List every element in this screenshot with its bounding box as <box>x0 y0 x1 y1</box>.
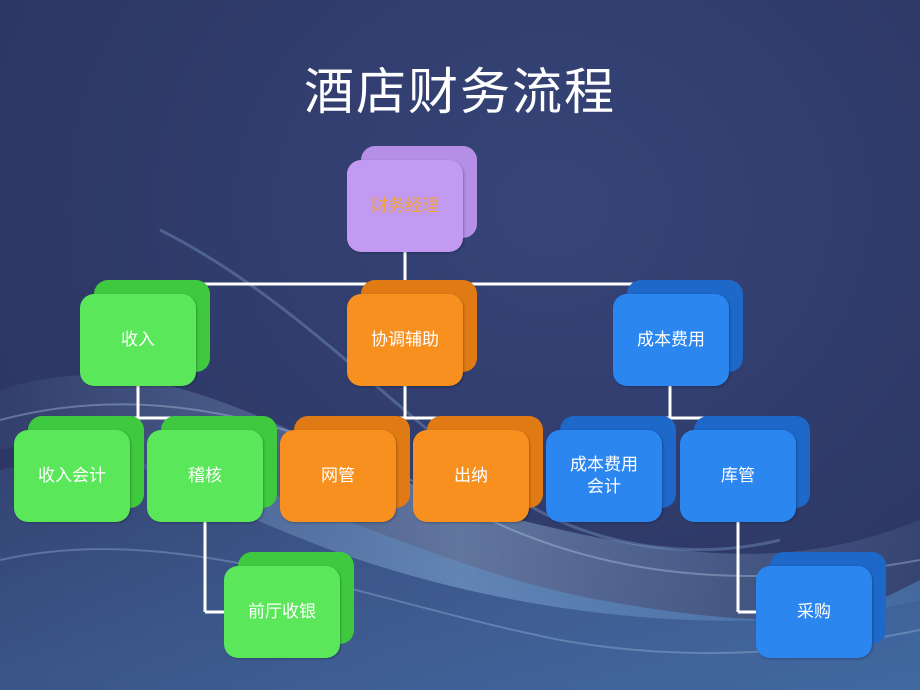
node-coordination[interactable]: 协调辅助 <box>347 280 477 386</box>
page-title: 酒店财务流程 <box>304 63 616 121</box>
node-face: 采购 <box>756 566 872 658</box>
node-income[interactable]: 收入 <box>80 280 210 386</box>
node-face: 出纳 <box>413 430 529 522</box>
node-label: 协调辅助 <box>371 330 439 350</box>
node-label: 财务经理 <box>371 196 439 216</box>
node-face: 稽核 <box>147 430 263 522</box>
node-income-accounting[interactable]: 收入会计 <box>14 416 144 522</box>
node-front-desk-cashier[interactable]: 前厅收银 <box>224 552 354 658</box>
node-network[interactable]: 网管 <box>280 416 410 522</box>
node-cashier[interactable]: 出纳 <box>413 416 543 522</box>
node-purchase[interactable]: 采购 <box>756 552 886 658</box>
node-audit[interactable]: 稽核 <box>147 416 277 522</box>
node-face: 库管 <box>680 430 796 522</box>
node-face: 财务经理 <box>347 160 463 252</box>
node-finance-manager[interactable]: 财务经理 <box>347 146 477 252</box>
node-label: 前厅收银 <box>248 602 316 622</box>
node-cost-accounting[interactable]: 成本费用 会计 <box>546 416 676 522</box>
node-face: 前厅收银 <box>224 566 340 658</box>
node-label: 出纳 <box>454 466 488 486</box>
node-label: 采购 <box>797 602 831 622</box>
node-warehouse[interactable]: 库管 <box>680 416 810 522</box>
node-face: 成本费用 会计 <box>546 430 662 522</box>
node-label: 收入会计 <box>38 466 106 486</box>
node-cost[interactable]: 成本费用 <box>613 280 743 386</box>
node-face: 网管 <box>280 430 396 522</box>
node-label: 收入 <box>121 330 155 350</box>
node-face: 收入会计 <box>14 430 130 522</box>
node-label: 库管 <box>721 466 755 486</box>
node-label: 成本费用 会计 <box>570 455 638 497</box>
node-face: 协调辅助 <box>347 294 463 386</box>
node-label: 网管 <box>321 466 355 486</box>
node-label: 稽核 <box>188 466 222 486</box>
node-face: 收入 <box>80 294 196 386</box>
node-label: 成本费用 <box>637 330 705 350</box>
node-face: 成本费用 <box>613 294 729 386</box>
